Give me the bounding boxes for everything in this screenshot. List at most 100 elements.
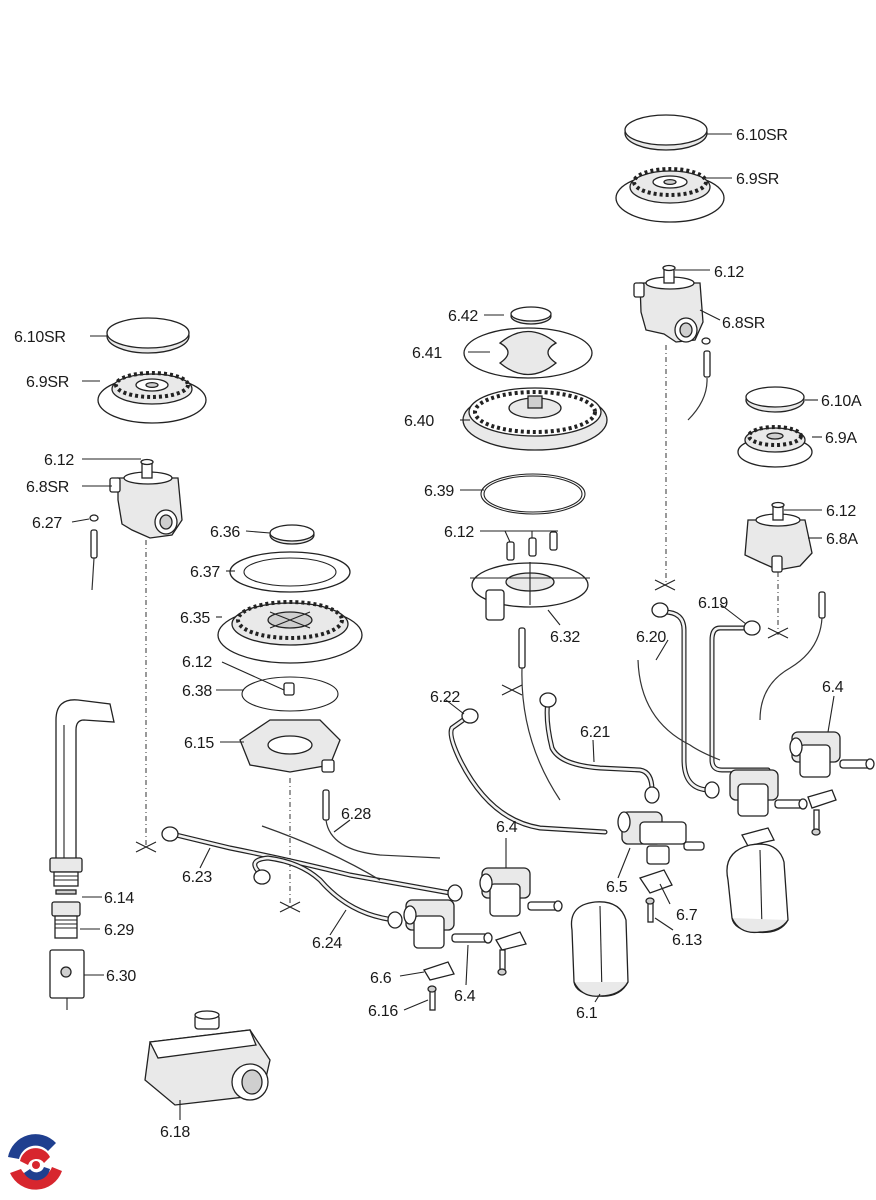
pipe-6-20 — [651, 602, 720, 799]
label-seal-6-38: 6.38 — [182, 683, 212, 700]
ring-6-37 — [229, 551, 351, 593]
fitting-6-14 — [49, 857, 83, 895]
knob-right — [726, 843, 789, 934]
burner-6-35 — [217, 600, 363, 664]
label-fitting-6-30: 6.30 — [106, 968, 136, 985]
part-labels: 6.10SR 6.9SR 6.12 6.8SR 6.10A 6.9A 6.12 … — [14, 127, 862, 1141]
body-6-8sr-right — [633, 264, 704, 343]
label-pipe-6-22: 6.22 — [430, 689, 460, 706]
cap-6-10sr-left — [106, 317, 190, 354]
burner-6-9a — [737, 425, 813, 468]
label-valve-6-4-right: 6.4 — [822, 679, 844, 696]
label-body-6-8a: 6.8A — [826, 531, 858, 548]
label-screw-6-16: 6.16 — [368, 1003, 398, 1020]
cap-6-10a — [745, 386, 805, 413]
label-fitting-6-14: 6.14 — [104, 890, 134, 907]
bracket-6-6 — [423, 961, 455, 981]
valve-6-5 — [617, 811, 705, 865]
thermocouple-center — [518, 627, 561, 801]
label-body-6-8sr-left: 6.8SR — [26, 479, 69, 496]
label-injector-6-12-a: 6.12 — [714, 264, 744, 281]
label-injector-6-12-b: 6.12 — [826, 503, 856, 520]
label-burner-6-9a: 6.9A — [825, 430, 857, 447]
cap-6-42 — [510, 306, 552, 325]
washer-6-27 — [89, 514, 99, 591]
valve-6-4-mid — [479, 867, 563, 917]
body-6-32 — [470, 531, 590, 621]
knob-6-1 — [570, 901, 629, 997]
spreader-6-41 — [463, 327, 593, 379]
bracket-mid — [495, 931, 527, 951]
label-thermocouple-6-28: 6.28 — [341, 806, 371, 823]
label-cap-6-36: 6.36 — [210, 524, 240, 541]
label-washer-6-27: 6.27 — [32, 515, 62, 532]
label-cap-6-10sr-top: 6.10SR — [736, 127, 788, 144]
label-body-6-15: 6.15 — [184, 735, 214, 752]
cap-6-36 — [269, 524, 315, 545]
screw-6-16 — [427, 985, 437, 1011]
label-burner-6-9sr-top: 6.9SR — [736, 171, 779, 188]
fitting-6-29 — [51, 901, 81, 939]
label-cap-6-10a: 6.10A — [821, 393, 862, 410]
label-fitting-6-29: 6.29 — [104, 922, 134, 939]
bracket-right — [741, 827, 775, 847]
label-seal-6-39: 6.39 — [424, 483, 454, 500]
leader-lines — [71, 133, 835, 1120]
label-regulator-6-18: 6.18 — [160, 1124, 190, 1141]
label-screw-6-13: 6.13 — [672, 932, 702, 949]
fitting-6-30 — [49, 949, 85, 1010]
label-spreader-6-41: 6.41 — [412, 345, 442, 362]
label-pipe-6-24: 6.24 — [312, 935, 342, 952]
label-bracket-6-7: 6.7 — [676, 907, 698, 924]
label-injector-6-12-e: 6.12 — [182, 654, 212, 671]
bracket-6-7 — [638, 869, 673, 894]
burner-6-40 — [462, 387, 608, 451]
label-burner-6-40: 6.40 — [404, 413, 434, 430]
label-knob-6-1: 6.1 — [576, 1005, 598, 1022]
body-6-8a — [744, 501, 813, 573]
burner-6-9sr-top — [615, 167, 725, 223]
label-valve-6-5: 6.5 — [606, 879, 628, 896]
inlet-pipe — [55, 699, 115, 861]
pipe-6-22 — [448, 708, 608, 835]
regulator-6-18 — [144, 1010, 271, 1106]
label-body-6-8sr-right: 6.8SR — [722, 315, 765, 332]
label-valve-6-4-mid: 6.4 — [496, 819, 518, 836]
label-bracket-6-6: 6.6 — [370, 970, 392, 987]
valve-6-4-right — [789, 731, 875, 778]
burner-6-9sr-left — [97, 371, 207, 424]
washer-right — [687, 337, 711, 421]
seal-6-38 — [241, 676, 339, 712]
seal-6-39 — [480, 473, 586, 515]
label-burner-6-9sr-left: 6.9SR — [26, 374, 69, 391]
body-6-8sr-left — [109, 458, 183, 539]
valve-6-4-low — [403, 899, 493, 949]
body-6-15 — [239, 719, 341, 773]
pipe-6-21 — [539, 692, 660, 804]
thermocouple-right — [759, 591, 826, 721]
label-cap-6-10sr-left: 6.10SR — [14, 329, 66, 346]
valve-6-4-mid-right — [729, 769, 837, 817]
label-pipe-6-23: 6.23 — [182, 869, 212, 886]
thermocouple-6-28 — [322, 789, 441, 859]
brand-roundel-logo — [6, 1133, 66, 1193]
pipe-6-23 — [161, 826, 463, 902]
screw-right — [811, 809, 821, 836]
label-pipe-6-19: 6.19 — [698, 595, 728, 612]
pipe-6-19 — [709, 620, 771, 773]
label-injector-6-12-c: 6.12 — [44, 452, 74, 469]
screw-6-13 — [645, 897, 655, 923]
screw-mid — [497, 949, 507, 976]
label-pipe-6-20: 6.20 — [636, 629, 666, 646]
label-pipe-6-21: 6.21 — [580, 724, 610, 741]
label-ring-6-37: 6.37 — [190, 564, 220, 581]
pipe-6-24 — [252, 855, 403, 929]
label-cap-6-42: 6.42 — [448, 308, 478, 325]
label-injector-6-12-d: 6.12 — [444, 524, 474, 541]
label-body-6-32: 6.32 — [550, 629, 580, 646]
label-valve-6-4-low: 6.4 — [454, 988, 476, 1005]
cap-6-10sr-top — [624, 114, 708, 151]
label-burner-6-35: 6.35 — [180, 610, 210, 627]
